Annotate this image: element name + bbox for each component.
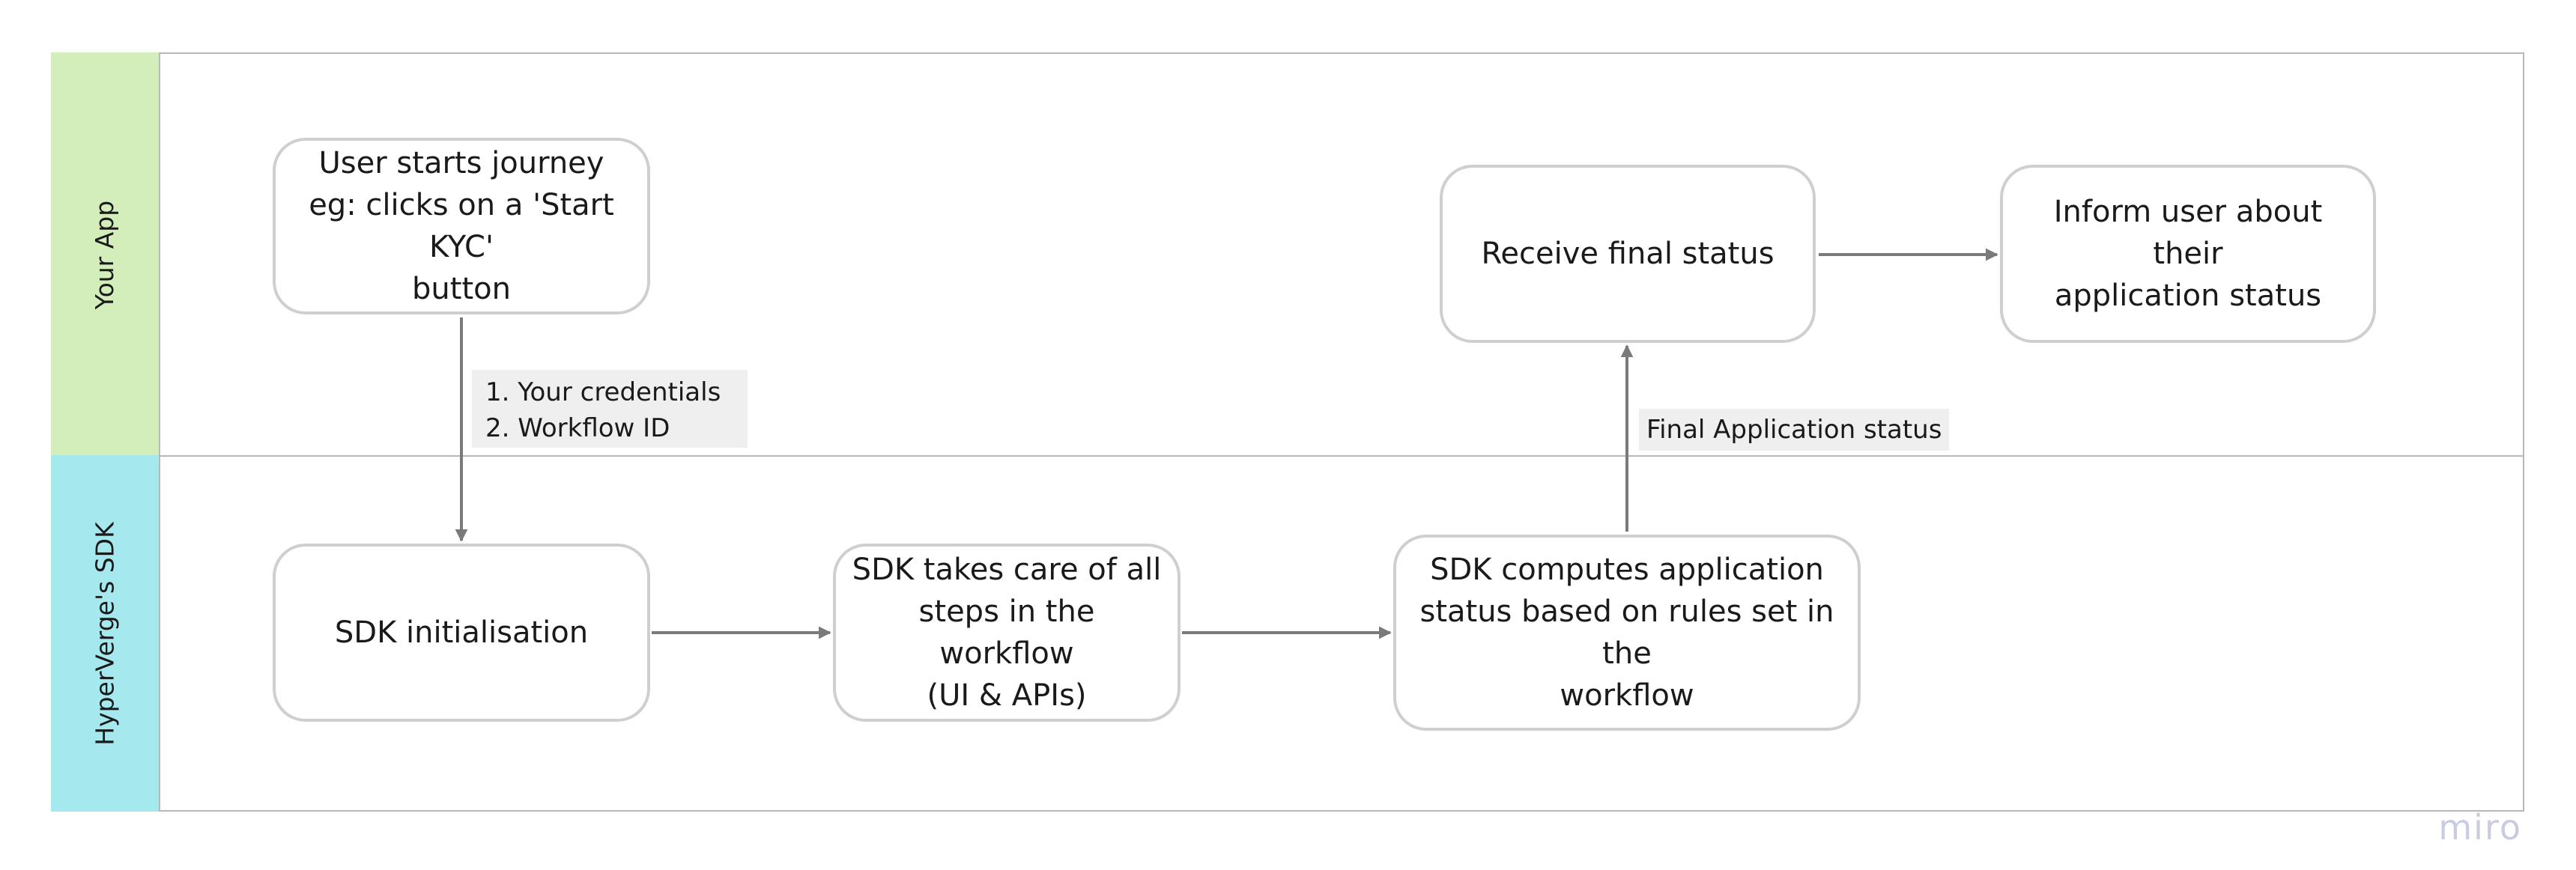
node-user-starts-journey: User starts journey eg: clicks on a 'Sta…: [273, 138, 650, 314]
lane-label-hyperverge-sdk: HyperVerge's SDK: [51, 455, 160, 812]
edge-label-credentials: 1. Your credentials 2. Workflow ID: [472, 370, 748, 448]
miro-watermark: miro: [2438, 807, 2522, 848]
lane-label-your-app: Your App: [51, 52, 160, 457]
edge-label-final-status: Final Application status: [1639, 409, 1950, 451]
node-receive-final-status: Receive final status: [1440, 165, 1816, 343]
node-sdk-initialisation: SDK initialisation: [273, 544, 650, 722]
node-sdk-takes-care-of-steps: SDK takes care of all steps in the workf…: [833, 544, 1181, 722]
node-sdk-computes-status: SDK computes application status based on…: [1393, 535, 1861, 731]
node-inform-user: Inform user about their application stat…: [2000, 165, 2376, 343]
